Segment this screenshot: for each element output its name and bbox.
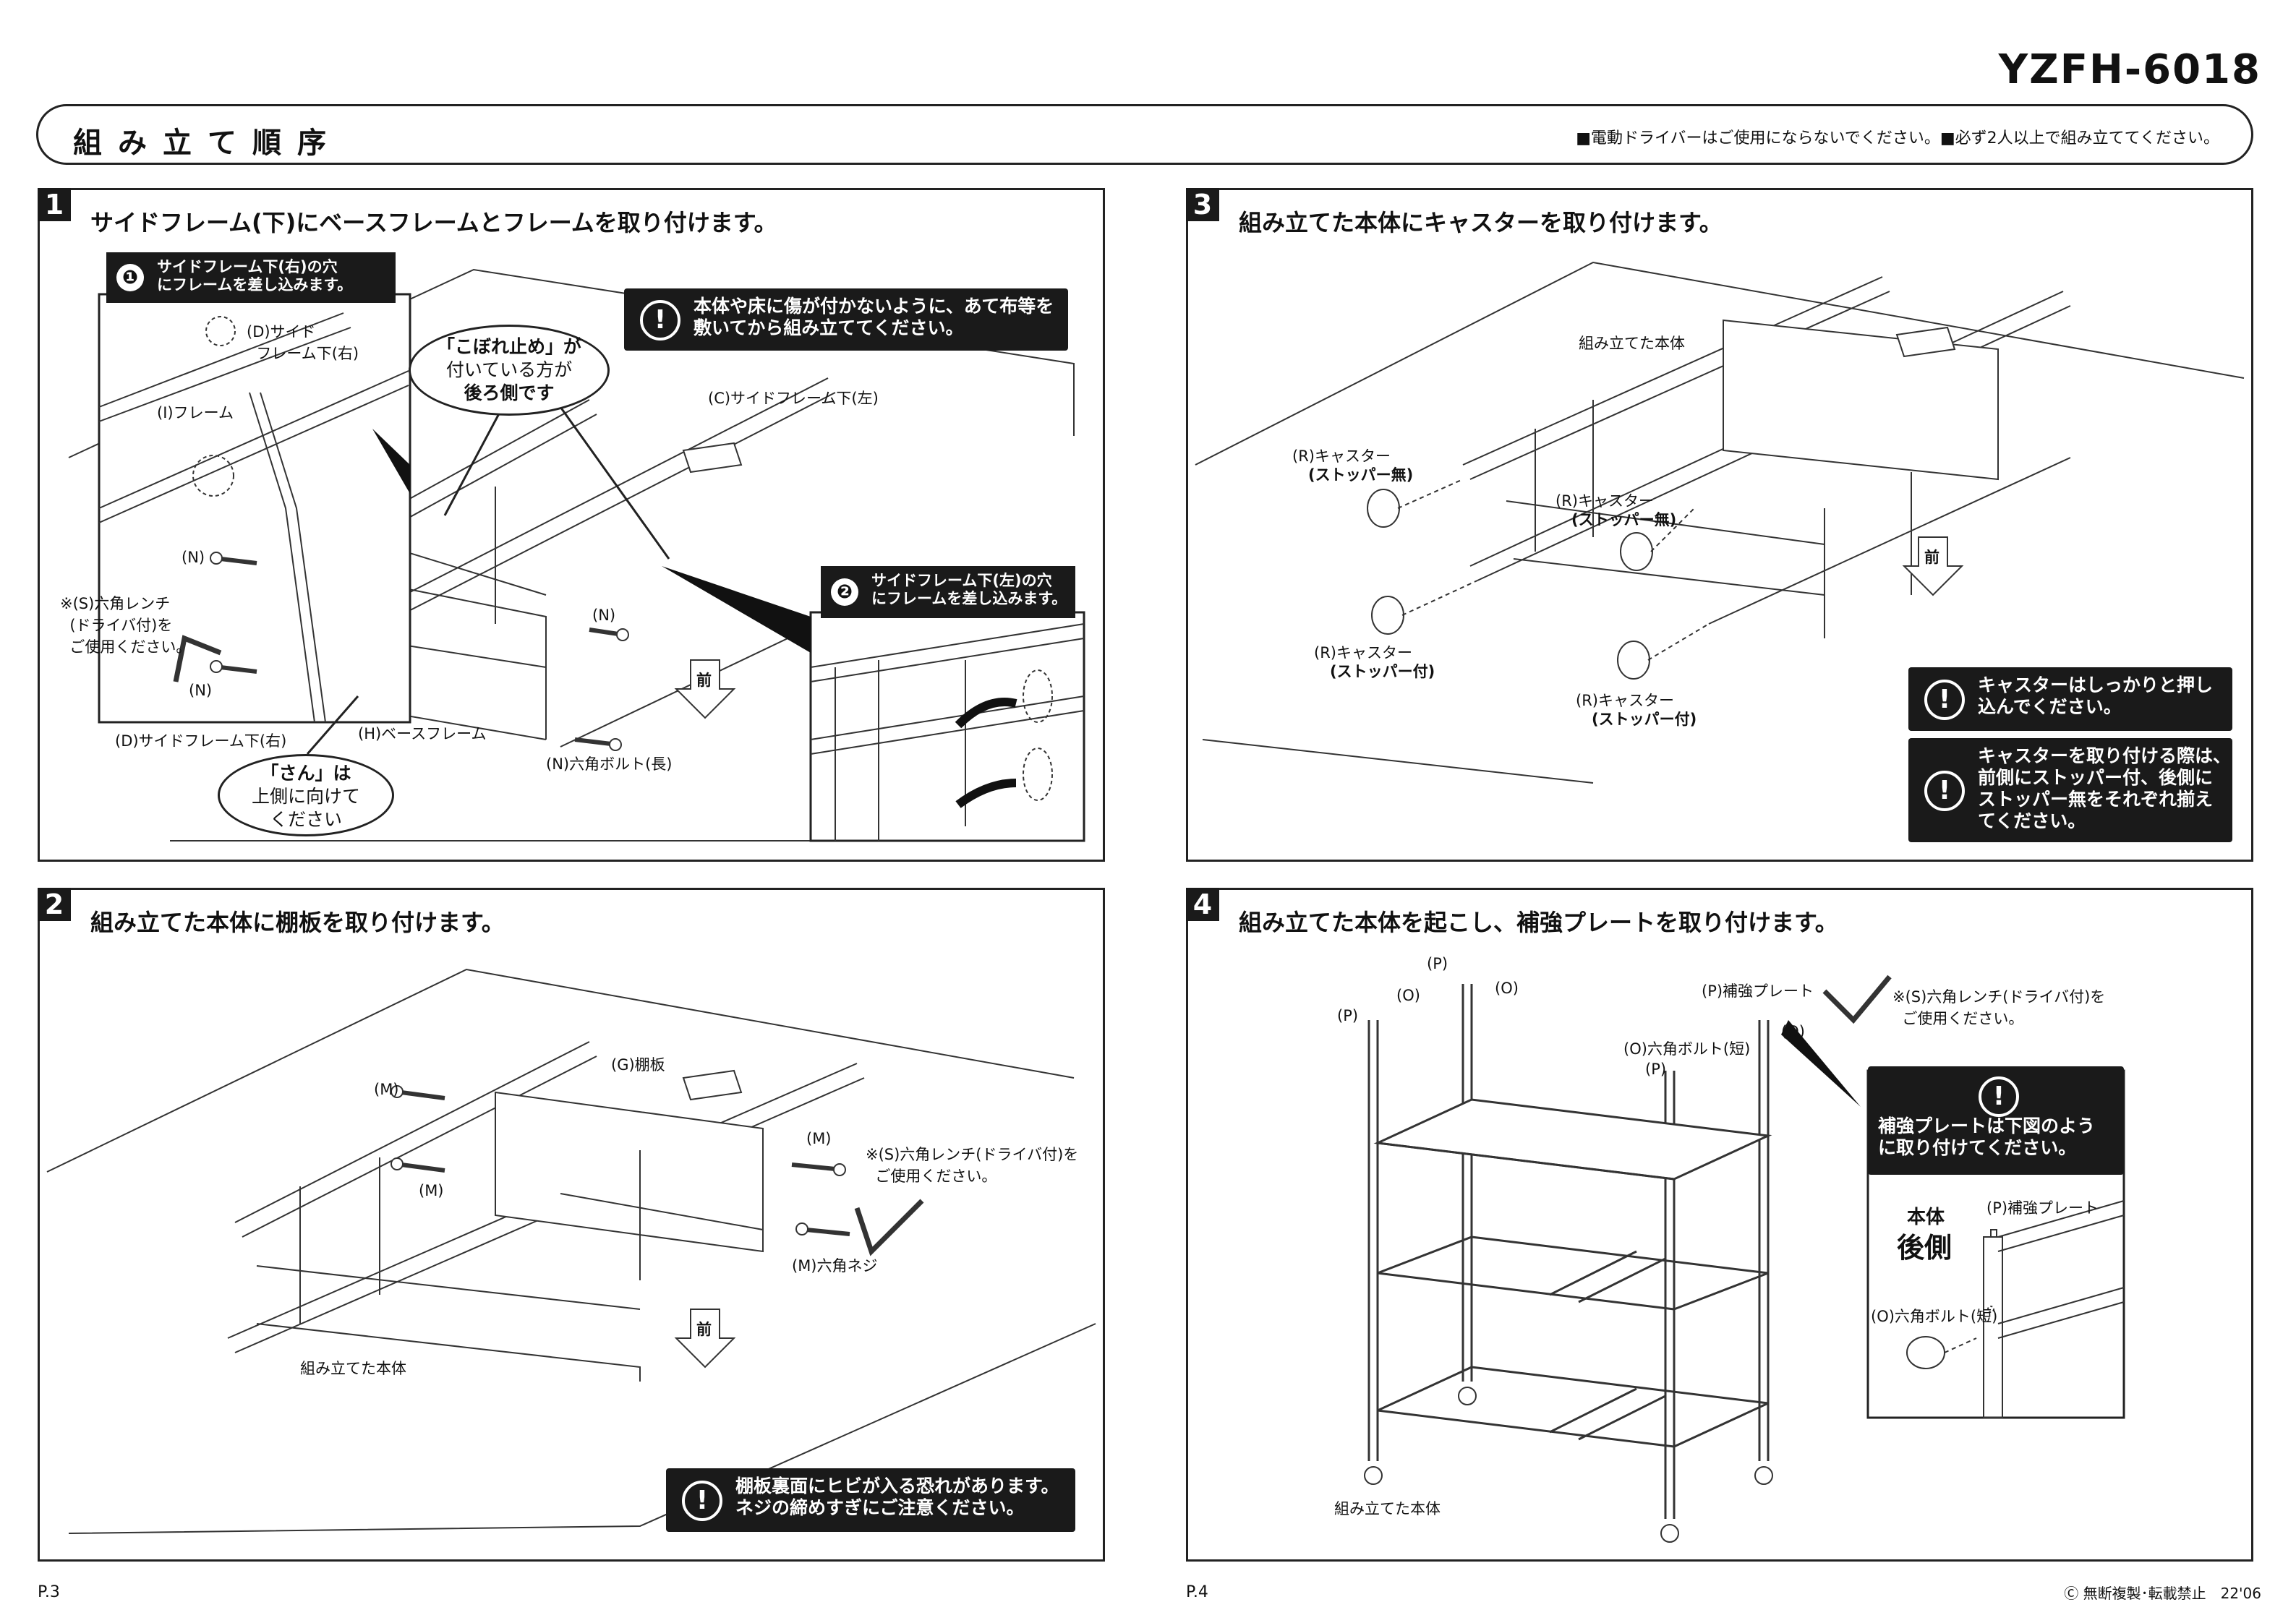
label-r4-b: (ストッパー付) bbox=[1592, 711, 1697, 728]
step1-bubble-back-side: 「こぼれ止め」が 付いている方が 後ろ側です bbox=[409, 325, 610, 416]
bubble-line-2: 上側に向けて bbox=[251, 786, 360, 807]
step3-number: 3 bbox=[1186, 188, 1219, 221]
step1-callout-1-text: サイドフレーム下(右)の穴 にフレームを差し込みます。 bbox=[157, 258, 353, 294]
inset-back-label-2: 後側 bbox=[1897, 1232, 1953, 1264]
label-p-2: (P) bbox=[1337, 1007, 1359, 1024]
step1-warning: ! 本体や床に傷が付かないように、あて布等を 敷いてから組み立ててください。 bbox=[624, 288, 1068, 351]
label-r1-a: (R)キャスター bbox=[1292, 447, 1391, 465]
step4-panel: 4 組み立てた本体を起こし、補強プレートを取り付けます。 (P) (P) (P)… bbox=[1186, 888, 2253, 1562]
label-d-side-inset: (D)サイド フレーム下(右) bbox=[247, 323, 359, 362]
label-wrench: ※(S)六角レンチ(ドライバ付)を ご使用ください。 bbox=[1892, 988, 2106, 1027]
label-body: 組み立てた本体 bbox=[300, 1360, 406, 1377]
label-o-bolt: (O)六角ボルト(短) bbox=[1623, 1040, 1751, 1058]
step3-warning-1: ! キャスターはしっかりと押し 込んでください。 bbox=[1908, 667, 2232, 731]
label-front: 前 bbox=[696, 1321, 712, 1338]
step4-warning-text: 補強プレートは下図のよう に取り付けてください。 bbox=[1878, 1115, 2096, 1158]
label-o-1: (O) bbox=[1396, 987, 1420, 1004]
label-r4-a: (R)キャスター bbox=[1576, 692, 1674, 709]
step3-title: 組み立てた本体にキャスターを取り付けます。 bbox=[1239, 209, 1723, 236]
header-bar: 組み立て順序 ■電動ドライバーはご使用にならないでください。■必ず2人以上で組み… bbox=[36, 104, 2253, 165]
label-h-base: (H)ベースフレーム bbox=[358, 725, 487, 742]
label-o-2: (O) bbox=[1495, 980, 1519, 997]
step3-warning-2-text: キャスターを取り付ける際は、 前側にストッパー付、後側に ストッパー無をそれぞれ… bbox=[1978, 745, 2232, 831]
inset-back-label-1: 本体 bbox=[1907, 1207, 1945, 1228]
inset-o-bolt: (O)六角ボルト(短) bbox=[1871, 1308, 1998, 1325]
step2-warning-text: 棚板裏面にヒビが入る恐れがあります。 ネジの締めすぎにご注意ください。 bbox=[735, 1476, 1059, 1518]
warning-icon: ! bbox=[1924, 771, 1965, 811]
label-p-3: (P) bbox=[1645, 1061, 1667, 1078]
label-n-3: (N) bbox=[189, 682, 213, 699]
label-n-2: (N) bbox=[592, 607, 616, 624]
label-r1-b: (ストッパー無) bbox=[1308, 466, 1414, 484]
step1-callout-2: ❷ サイドフレーム下(左)の穴 にフレームを差し込みます。 bbox=[821, 566, 1075, 618]
step1-warning-text: 本体や床に傷が付かないように、あて布等を 敷いてから組み立ててください。 bbox=[694, 296, 1054, 338]
label-wrench: ※(S)六角レンチ(ドライバ付)を ご使用ください。 bbox=[866, 1146, 1079, 1185]
page-number-right: P.4 bbox=[1186, 1583, 1208, 1601]
label-r2-a: (R)キャスター bbox=[1555, 492, 1654, 510]
label-o-3: (O) bbox=[1781, 1023, 1805, 1040]
step1-number: 1 bbox=[38, 188, 71, 221]
step1-bubble-top-side: 「さん」は 上側に向けて ください bbox=[218, 754, 394, 836]
header-note: ■電動ドライバーはご使用にならないでください。■必ず2人以上で組み立ててください… bbox=[1576, 129, 2219, 147]
label-n-1: (N) bbox=[182, 549, 205, 566]
label-n-bolt: (N)六角ボルト(長) bbox=[546, 755, 673, 773]
step3-panel: 3 組み立てた本体にキャスターを取り付けます。 組み立てた本体 (R)キャスター… bbox=[1186, 188, 2253, 862]
step1-callout-2-number: ❷ bbox=[831, 578, 858, 606]
step1-callout-1: ❶ サイドフレーム下(右)の穴 にフレームを差し込みます。 bbox=[106, 252, 396, 303]
step4-title: 組み立てた本体を起こし、補強プレートを取り付けます。 bbox=[1239, 909, 1838, 936]
label-m-3: (M) bbox=[806, 1130, 832, 1147]
bubble-line-3: 後ろ側です bbox=[464, 382, 555, 403]
bubble-line-2: 付いている方が bbox=[445, 359, 573, 380]
step1-diagram bbox=[68, 268, 1085, 842]
step4-number: 4 bbox=[1186, 888, 1219, 921]
label-r3-b: (ストッパー付) bbox=[1330, 663, 1435, 680]
label-front: 前 bbox=[696, 672, 712, 689]
step3-warning-2: ! キャスターを取り付ける際は、 前側にストッパー付、後側に ストッパー無をそれ… bbox=[1908, 738, 2232, 842]
header-title: 組み立て順序 bbox=[73, 127, 342, 160]
step2-title: 組み立てた本体に棚板を取り付けます。 bbox=[90, 909, 505, 936]
inset-p-plate: (P)補強プレート bbox=[1986, 1199, 2099, 1217]
label-body: 組み立てた本体 bbox=[1334, 1500, 1441, 1517]
label-r3-a: (R)キャスター bbox=[1314, 644, 1412, 661]
bubble-line-1: 「こぼれ止め」が bbox=[436, 336, 581, 357]
label-d-side: (D)サイドフレーム下(右) bbox=[115, 732, 287, 750]
step3-diagram bbox=[1195, 261, 2245, 784]
step2-number: 2 bbox=[38, 888, 71, 921]
step4-warning: ! 補強プレートは下図のよう に取り付けてください。 bbox=[1868, 1066, 2124, 1175]
step1-panel: 1 サイドフレーム(下)にベースフレームとフレームを取り付けます。 bbox=[38, 188, 1105, 862]
warning-icon: ! bbox=[640, 300, 680, 341]
label-m-screw: (M)六角ネジ bbox=[792, 1257, 878, 1275]
page-number-left: P.3 bbox=[38, 1583, 60, 1601]
label-c-side: (C)サイドフレーム下(左) bbox=[708, 390, 879, 407]
label-wrench: ※(S)六角レンチ (ドライバ付)を ご使用ください。 bbox=[60, 595, 192, 656]
warning-icon: ! bbox=[682, 1481, 722, 1521]
step1-callout-2-text: サイドフレーム下(左)の穴 にフレームを差し込みます。 bbox=[871, 572, 1067, 607]
step2-diagram bbox=[46, 968, 1096, 1534]
label-g-shelf: (G)棚板 bbox=[611, 1056, 665, 1074]
label-p-1: (P) bbox=[1427, 955, 1448, 972]
bubble-line-3: ください bbox=[269, 809, 342, 830]
bubble-line-1: 「さん」は bbox=[260, 763, 351, 784]
copyright: Ⓒ 無断複製･転載禁止 22'06 bbox=[2064, 1585, 2261, 1602]
label-m-1: (M) bbox=[374, 1081, 399, 1098]
step3-warning-1-text: キャスターはしっかりと押し 込んでください。 bbox=[1978, 675, 2214, 717]
step1-title: サイドフレーム(下)にベースフレームとフレームを取り付けます。 bbox=[90, 209, 777, 236]
step2-panel: 2 組み立てた本体に棚板を取り付けます。 (G)棚板 (M) (M) (M) ※… bbox=[38, 888, 1105, 1562]
label-i-frame: (I)フレーム bbox=[157, 404, 234, 421]
step1-callout-1-number: ❶ bbox=[116, 264, 144, 291]
label-p-plate: (P)補強プレート bbox=[1702, 982, 1814, 1000]
warning-icon: ! bbox=[1924, 680, 1965, 720]
label-front: 前 bbox=[1924, 549, 1939, 566]
label-r2-b: (ストッパー無) bbox=[1571, 511, 1677, 528]
warning-icon: ! bbox=[1979, 1076, 2019, 1117]
model-number: YZFH-6018 bbox=[1998, 46, 2261, 93]
label-body: 組み立てた本体 bbox=[1579, 335, 1685, 352]
step2-warning: ! 棚板裏面にヒビが入る恐れがあります。 ネジの締めすぎにご注意ください。 bbox=[666, 1468, 1075, 1532]
label-m-2: (M) bbox=[419, 1182, 444, 1199]
